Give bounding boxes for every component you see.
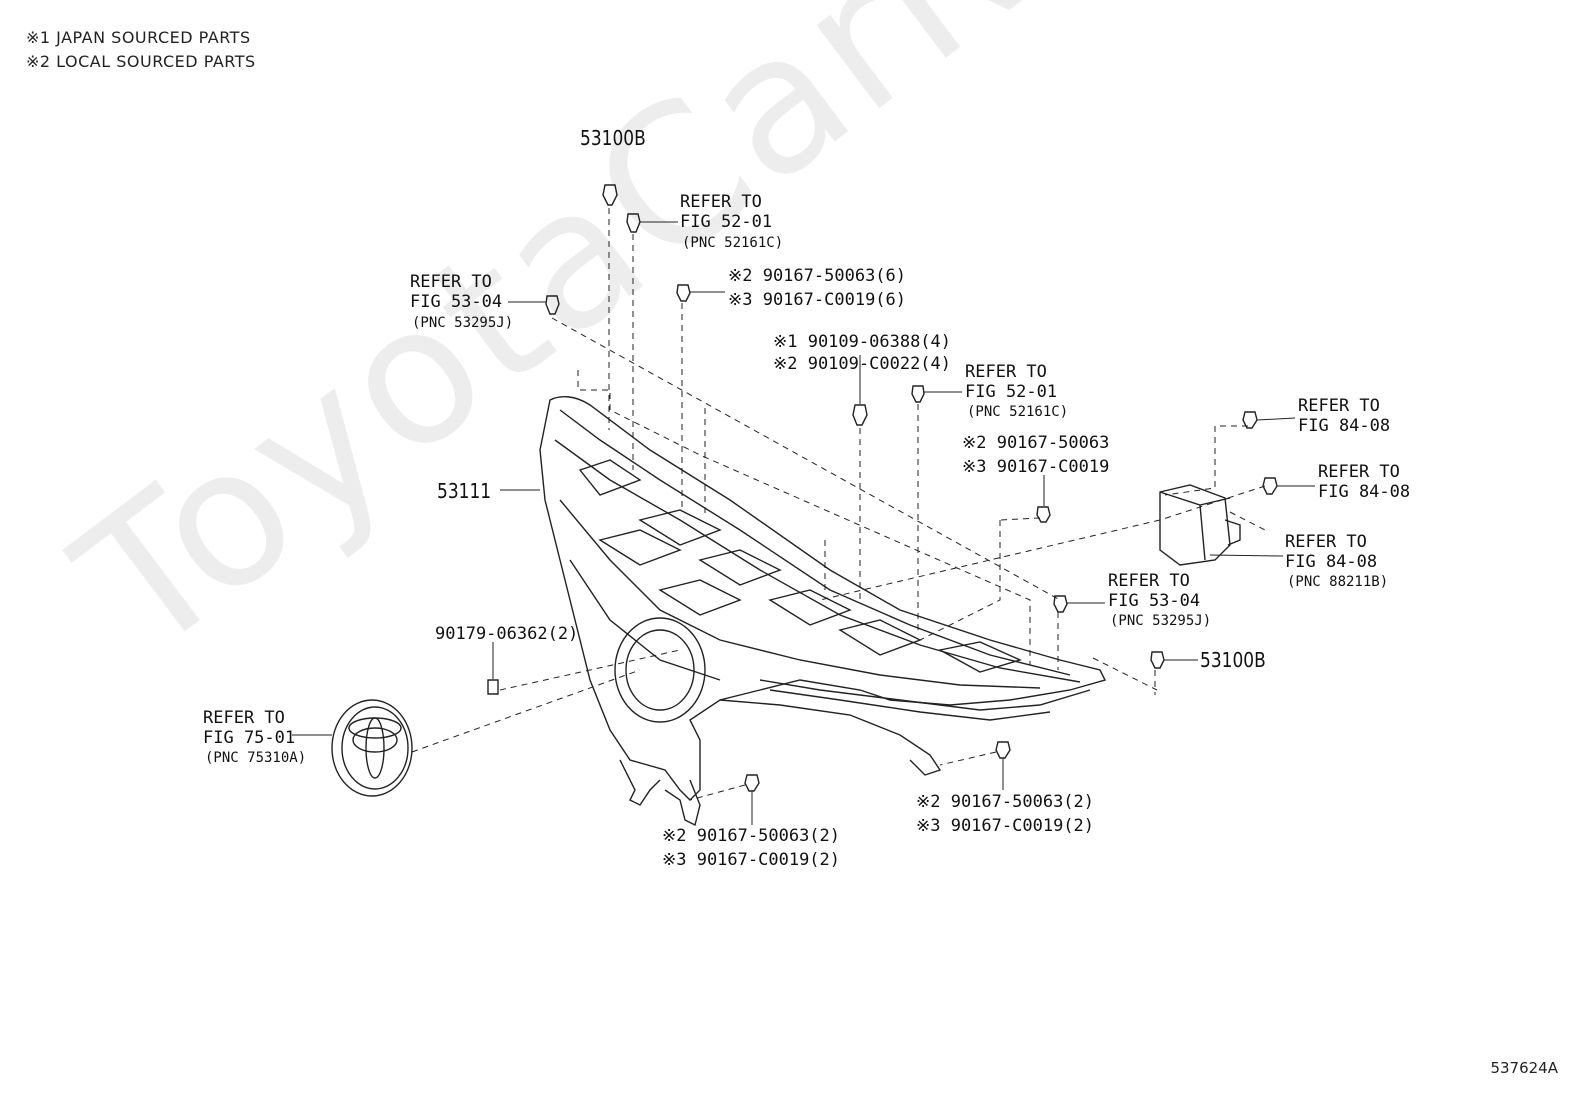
label-clip-mid-l2: ※2 90109-C0022(4) bbox=[773, 354, 952, 374]
label-90179-06362: 90179-06362(2) bbox=[435, 624, 579, 644]
label-screw-bottom-left-l1: ※2 90167-50063(2) bbox=[662, 826, 841, 846]
label-ref-52-01-a-l3: (PNC 52161C) bbox=[682, 235, 784, 251]
grille-body-53111 bbox=[539, 396, 1107, 827]
fasteners bbox=[487, 184, 1278, 792]
legend-local-sourced: ※2 LOCAL SOURCED PARTS bbox=[26, 52, 256, 71]
label-ref-75-01-l1: REFER TO bbox=[203, 708, 285, 728]
label-ref-84-08-b-l1: REFER TO bbox=[1318, 462, 1400, 482]
label-ref-52-01-b-l2: FIG 52-01 bbox=[965, 382, 1058, 402]
label-53100b-right: 53100B bbox=[1200, 648, 1266, 672]
label-ref-75-01-l3: (PNC 75310A) bbox=[205, 750, 307, 766]
label-ref-75-01-l2: FIG 75-01 bbox=[203, 728, 296, 748]
label-ref-53-04-b-l2: FIG 53-04 bbox=[1108, 591, 1201, 611]
label-screw-top-l1: ※2 90167-50063(6) bbox=[728, 266, 907, 286]
label-53100b-top: 53100B bbox=[580, 126, 646, 150]
label-screw-mid-l2: ※3 90167-C0019 bbox=[962, 457, 1110, 477]
label-ref-84-08-b-l2: FIG 84-08 bbox=[1318, 482, 1411, 502]
label-ref-52-01-b-l1: REFER TO bbox=[965, 362, 1047, 382]
label-screw-mid-l1: ※2 90167-50063 bbox=[962, 433, 1110, 453]
label-clip-mid-l1: ※1 90109-06388(4) bbox=[773, 332, 952, 352]
label-screw-bottom-right-l1: ※2 90167-50063(2) bbox=[916, 792, 1095, 812]
label-ref-52-01-a-l2: FIG 52-01 bbox=[680, 212, 773, 232]
label-screw-bottom-right-l2: ※3 90167-C0019(2) bbox=[916, 816, 1095, 836]
sensor-module-84-08 bbox=[1159, 484, 1241, 566]
label-ref-84-08-a-l1: REFER TO bbox=[1298, 396, 1380, 416]
label-screw-bottom-left-l2: ※3 90167-C0019(2) bbox=[662, 850, 841, 870]
emblem-75-01 bbox=[331, 699, 413, 797]
label-ref-53-04-b-l3: (PNC 53295J) bbox=[1110, 613, 1212, 629]
figure-code: 537624A bbox=[1490, 1059, 1558, 1077]
label-ref-53-04-a-l1: REFER TO bbox=[410, 272, 492, 292]
label-ref-84-08-a-l2: FIG 84-08 bbox=[1298, 416, 1391, 436]
label-ref-53-04-a-l2: FIG 53-04 bbox=[410, 292, 503, 312]
legend-japan-sourced: ※1 JAPAN SOURCED PARTS bbox=[26, 28, 251, 47]
label-ref-52-01-a-l1: REFER TO bbox=[680, 192, 762, 212]
label-screw-top-l2: ※3 90167-C0019(6) bbox=[728, 290, 907, 310]
label-ref-84-08-c-l1: REFER TO bbox=[1285, 532, 1367, 552]
label-ref-84-08-c-l3: (PNC 88211B) bbox=[1287, 574, 1389, 590]
label-53111: 53111 bbox=[437, 479, 492, 503]
label-ref-84-08-c-l2: FIG 84-08 bbox=[1285, 552, 1378, 572]
label-ref-53-04-a-l3: (PNC 53295J) bbox=[412, 315, 514, 331]
label-ref-53-04-b-l1: REFER TO bbox=[1108, 571, 1190, 591]
label-ref-52-01-b-l3: (PNC 52161C) bbox=[967, 404, 1069, 420]
